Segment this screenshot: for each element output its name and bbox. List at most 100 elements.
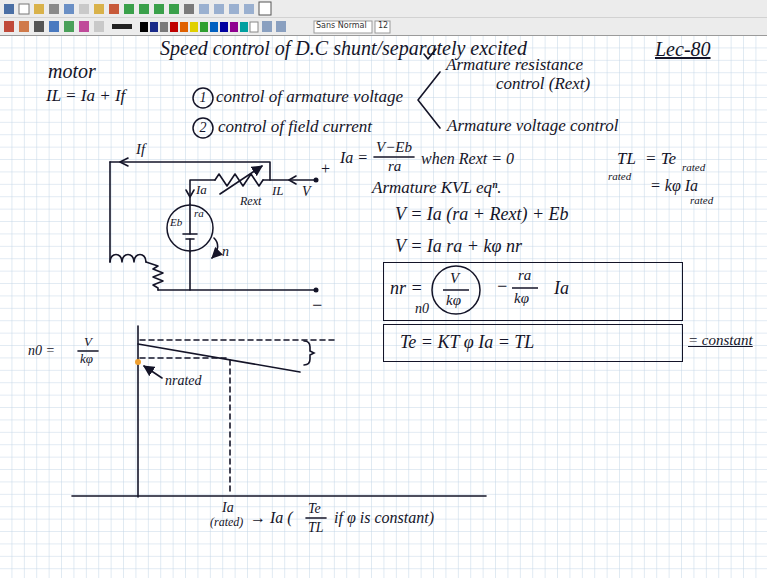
color-swatch bbox=[160, 22, 168, 32]
equation: V = Ia ra + kφ nr bbox=[395, 237, 522, 257]
subscript: rated bbox=[608, 170, 631, 182]
speed-torque-graph bbox=[72, 326, 486, 518]
axis-label: → Ia ( bbox=[250, 509, 293, 527]
toolbar bbox=[0, 0, 767, 36]
fraction-bar bbox=[443, 289, 469, 291]
rheostat-arrow bbox=[220, 166, 262, 194]
toolbar-icon bbox=[4, 21, 14, 32]
speed-line bbox=[138, 344, 300, 372]
battery-symbol bbox=[183, 234, 197, 239]
node-text: Te = KT φ Ia = TL bbox=[400, 333, 534, 353]
fraction-bar bbox=[512, 287, 538, 289]
axis-label: n0 = bbox=[28, 343, 55, 358]
toolbar-icon bbox=[214, 4, 224, 14]
current-label: If bbox=[136, 141, 145, 158]
color-swatch bbox=[240, 22, 248, 32]
dashed-line bbox=[140, 357, 230, 359]
fraction-bar bbox=[306, 517, 326, 519]
equation: V = Ia (ra + Rext) + Eb bbox=[395, 205, 569, 225]
toolbar-icon bbox=[244, 4, 254, 14]
equation: when Rext = 0 bbox=[421, 150, 514, 168]
node-text: V bbox=[450, 270, 459, 287]
speed-arrow bbox=[212, 238, 218, 258]
current-label: Ia bbox=[196, 183, 207, 197]
current-arrow bbox=[120, 158, 128, 166]
node-text: 1 bbox=[200, 90, 207, 105]
branch-bracket bbox=[418, 72, 440, 128]
method-text: control of field current bbox=[218, 118, 372, 137]
step-number: 1 bbox=[192, 87, 214, 109]
resistor-label: Rext bbox=[240, 195, 261, 208]
terminal bbox=[314, 288, 319, 293]
box-marks bbox=[384, 263, 684, 322]
equation-box: nr = −ra kφ Ia Vkφ n0 bbox=[383, 262, 683, 321]
toolbar-divider bbox=[0, 35, 767, 36]
axis-label: Ia bbox=[222, 500, 234, 515]
equation-box: Te = KT φ Ia = TL bbox=[383, 324, 683, 362]
toolbar-icon bbox=[79, 4, 89, 14]
dashed-line bbox=[229, 360, 231, 494]
node-text: nr = bbox=[390, 279, 423, 299]
toolbar-icon bbox=[262, 21, 272, 32]
node-text: n0 bbox=[415, 301, 429, 316]
subscript: rated bbox=[690, 194, 713, 206]
fraction-denominator: TL bbox=[308, 520, 324, 535]
fraction-numerator: Te bbox=[308, 501, 321, 516]
node-text: Ia bbox=[554, 279, 569, 299]
toolbar-icon bbox=[112, 24, 132, 29]
heading-note: Armature KVL eqⁿ. bbox=[372, 179, 502, 198]
toolbar-icon bbox=[184, 4, 194, 14]
fraction-denominator: ra bbox=[388, 158, 401, 175]
current-label: IL bbox=[272, 184, 284, 198]
toolbar-icon bbox=[139, 4, 149, 14]
voltage-label: V bbox=[302, 184, 311, 199]
equation: = Te bbox=[645, 150, 676, 169]
toolbar-icon bbox=[34, 21, 44, 32]
font-field: Sans Normal bbox=[316, 22, 367, 31]
brace bbox=[304, 341, 314, 365]
toolbar-icon bbox=[229, 4, 239, 14]
toolbar-icon bbox=[4, 4, 14, 14]
equation: Ia = bbox=[340, 149, 368, 167]
circle-outline bbox=[193, 118, 213, 138]
resistor-symbol bbox=[215, 174, 263, 186]
axis-label: (rated) bbox=[210, 516, 243, 529]
toolbar-icon bbox=[109, 4, 119, 14]
node-text: kφ bbox=[446, 292, 461, 309]
toolbar-divider bbox=[0, 17, 767, 18]
node-text: 2 bbox=[200, 120, 207, 135]
terminal bbox=[314, 178, 319, 183]
field-resistor bbox=[146, 262, 163, 290]
axis bbox=[137, 326, 139, 497]
fraction-bar bbox=[374, 156, 414, 158]
node-text: − bbox=[496, 277, 508, 297]
equation-note: = constant bbox=[688, 332, 753, 349]
node-text: kφ bbox=[514, 290, 529, 307]
size-field bbox=[375, 21, 390, 33]
lecture-number: Lec-80 bbox=[655, 38, 711, 60]
toolbar-icon bbox=[79, 21, 89, 32]
field-coil bbox=[110, 255, 146, 263]
equation: IL = Ia + If bbox=[46, 87, 125, 106]
field-wire bbox=[109, 162, 111, 262]
armature-wire bbox=[189, 252, 191, 290]
node-text: ra bbox=[518, 267, 531, 284]
current-arrow bbox=[186, 190, 194, 197]
color-swatch bbox=[200, 22, 208, 32]
point-label: nrated bbox=[165, 373, 202, 388]
step-number: 2 bbox=[192, 117, 214, 139]
toolbar-icon bbox=[19, 21, 29, 32]
armature-inner-wire bbox=[189, 204, 191, 252]
method-text: Armature voltage control bbox=[447, 117, 619, 136]
toolbar-icon bbox=[64, 4, 74, 14]
toolbar-icon bbox=[124, 4, 134, 14]
toolbar-icon bbox=[276, 21, 286, 32]
rated-point bbox=[135, 359, 141, 365]
leader-arrow bbox=[144, 366, 162, 378]
node-text: ra bbox=[194, 207, 204, 219]
color-swatch bbox=[230, 22, 238, 32]
color-swatch bbox=[250, 22, 258, 32]
node-text: Eb bbox=[170, 216, 182, 228]
axis-label: if φ is constant) bbox=[334, 509, 434, 527]
color-swatch bbox=[190, 22, 198, 32]
